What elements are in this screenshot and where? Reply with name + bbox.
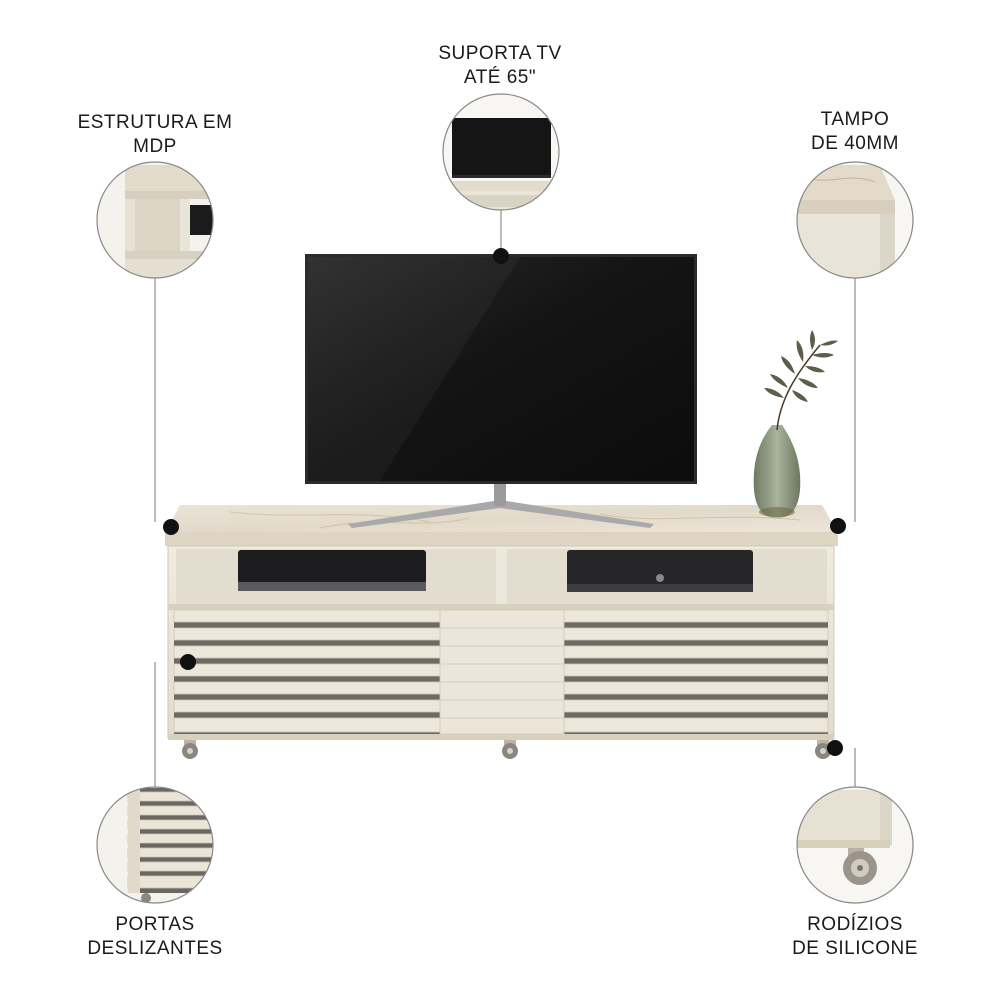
- callout-line: ATÉ 65": [463, 67, 537, 88]
- marble-top: [165, 505, 838, 533]
- callout-line: DE 40MM: [811, 133, 899, 154]
- callout-label-sliding-doors: PORTAS DESLIZANTES: [80, 913, 230, 961]
- callout-line: PORTAS: [115, 914, 195, 935]
- detail-circle-structure: [96, 161, 214, 279]
- callout-line: RODÍZIOS: [807, 914, 903, 935]
- callout-line: DE SILICONE: [792, 938, 918, 959]
- callout-label-casters: RODÍZIOS DE SILICONE: [775, 913, 935, 961]
- callout-label-tv-support: SUPORTA TV ATÉ 65": [420, 42, 580, 90]
- bluray-player-device: [567, 550, 753, 592]
- callout-line: SUPORTA TV: [438, 43, 562, 64]
- dvd-player-device: [238, 550, 426, 591]
- callout-line: DESLIZANTES: [87, 938, 223, 959]
- vase-with-plant: [753, 330, 838, 518]
- callout-line: MDP: [133, 136, 177, 157]
- callout-dot-tv: [493, 248, 509, 264]
- callout-label-structure: ESTRUTURA EM MDP: [70, 111, 240, 159]
- marble-top-edge: [165, 532, 838, 546]
- tv-screen: [308, 257, 694, 481]
- caster-wheel: [502, 740, 518, 759]
- callout-connectors: [154, 210, 856, 787]
- callout-dot-top: [830, 518, 846, 534]
- detail-circle-top: [796, 161, 914, 279]
- callout-dot-doors: [180, 654, 196, 670]
- detail-circle-casters: [796, 786, 914, 904]
- tv-rack: [165, 505, 838, 759]
- callout-dot-casters: [827, 740, 843, 756]
- detail-circle-doors: [96, 786, 214, 904]
- callout-dots: [163, 248, 846, 756]
- tv-stand-neck: [494, 482, 506, 506]
- sliding-doors: [173, 609, 829, 735]
- callout-line: ESTRUTURA EM: [77, 112, 233, 133]
- callout-line: TAMPO: [820, 109, 890, 130]
- callout-label-top-thickness: TAMPO DE 40MM: [790, 108, 920, 156]
- detail-circle-tv: [442, 93, 560, 211]
- television: [305, 254, 697, 528]
- callout-dot-structure: [163, 519, 179, 535]
- caster-wheel: [815, 740, 831, 759]
- caster-wheel: [182, 740, 198, 759]
